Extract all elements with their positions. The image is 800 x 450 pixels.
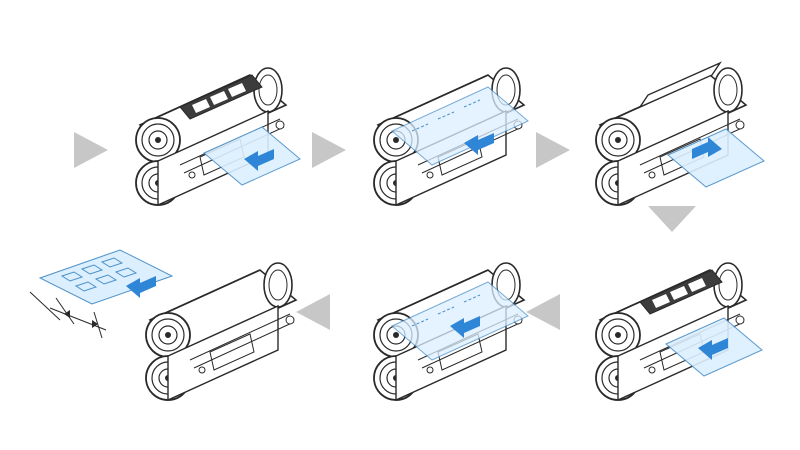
flow-arrow-left-1 [526, 294, 560, 330]
flow-arrow-right-1 [74, 132, 108, 168]
cover-lid-open [638, 61, 722, 109]
flow-arrow-right-3 [536, 132, 570, 168]
step-4 [595, 262, 763, 401]
flow-arrow-down [648, 206, 696, 232]
step-6 [29, 249, 297, 401]
step-2 [373, 67, 529, 206]
finished-sheet [38, 249, 174, 305]
step-1 [135, 67, 301, 206]
step-5 [373, 262, 529, 401]
flow-arrow-right-2 [312, 132, 346, 168]
dimension-marker [29, 291, 107, 339]
machine-icon [145, 262, 297, 401]
flow-arrow-left-2 [296, 294, 330, 330]
step-3 [595, 61, 765, 206]
